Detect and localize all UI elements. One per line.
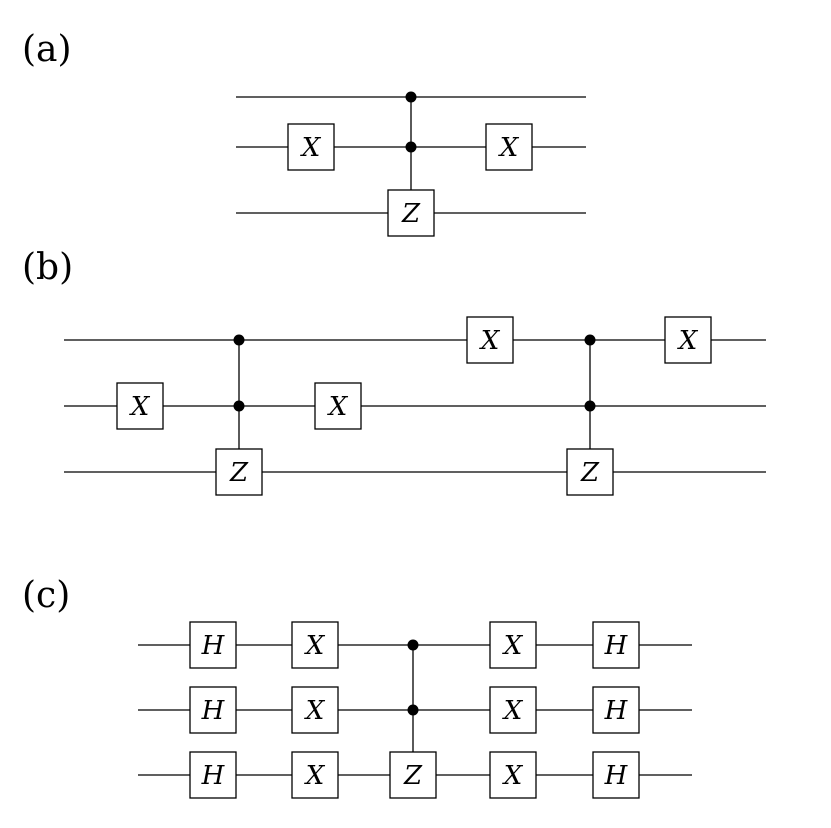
gate-x: X bbox=[291, 751, 339, 799]
gate-label: X bbox=[502, 696, 524, 726]
gate-box bbox=[291, 686, 339, 734]
gate-box bbox=[387, 189, 435, 237]
gate-box bbox=[189, 621, 237, 669]
control-dot bbox=[405, 91, 417, 103]
gate-box bbox=[291, 621, 339, 669]
panel-label-a: (a) bbox=[22, 29, 72, 70]
gate-label: X bbox=[498, 133, 520, 163]
gate-label: X bbox=[327, 392, 349, 422]
control-dot bbox=[233, 400, 245, 412]
gate-label: X bbox=[479, 326, 501, 356]
gate-x: X bbox=[466, 316, 514, 364]
gate-label: H bbox=[604, 761, 629, 791]
gate-label: Z bbox=[580, 458, 600, 488]
gate-label: X bbox=[304, 761, 326, 791]
gate-label: X bbox=[502, 761, 524, 791]
control-dot bbox=[407, 639, 419, 651]
gate-h: H bbox=[189, 751, 237, 799]
gate-box bbox=[489, 751, 537, 799]
gate-box bbox=[485, 123, 533, 171]
controlled-z-gate: Z bbox=[389, 639, 437, 799]
gate-box bbox=[489, 621, 537, 669]
circuit-c: H H H X X X Z X X X H H H bbox=[138, 621, 692, 799]
gate-label: X bbox=[300, 133, 322, 163]
circuit-b: X Z X X Z X bbox=[64, 316, 766, 496]
gate-x: X bbox=[489, 621, 537, 669]
gate-z: Z bbox=[389, 751, 437, 799]
gate-z: Z bbox=[215, 448, 263, 496]
gate-box bbox=[592, 751, 640, 799]
gate-box bbox=[389, 751, 437, 799]
gate-box bbox=[215, 448, 263, 496]
gate-x: X bbox=[489, 751, 537, 799]
gate-box bbox=[287, 123, 335, 171]
gate-label: X bbox=[129, 392, 151, 422]
gate-x: X bbox=[485, 123, 533, 171]
gate-label: X bbox=[304, 696, 326, 726]
gate-box bbox=[664, 316, 712, 364]
gate-label: H bbox=[201, 631, 226, 661]
gate-label: X bbox=[304, 631, 326, 661]
gate-box bbox=[291, 751, 339, 799]
gate-box bbox=[116, 382, 164, 430]
gate-box bbox=[466, 316, 514, 364]
gate-box bbox=[489, 686, 537, 734]
gate-x: X bbox=[291, 686, 339, 734]
gate-label: H bbox=[604, 631, 629, 661]
gate-x: X bbox=[116, 382, 164, 430]
gate-z: Z bbox=[566, 448, 614, 496]
panel-label-c: (c) bbox=[22, 575, 71, 616]
gate-x: X bbox=[664, 316, 712, 364]
gate-box bbox=[189, 751, 237, 799]
gate-x: X bbox=[287, 123, 335, 171]
gate-h: H bbox=[592, 621, 640, 669]
control-dot bbox=[584, 334, 596, 346]
controlled-z-gate: Z bbox=[215, 334, 263, 496]
gate-x: X bbox=[489, 686, 537, 734]
control-dot bbox=[233, 334, 245, 346]
gate-box bbox=[314, 382, 362, 430]
panel-label-b: (b) bbox=[22, 247, 74, 288]
gate-label: H bbox=[201, 761, 226, 791]
gate-label: Z bbox=[403, 761, 423, 791]
gate-h: H bbox=[592, 751, 640, 799]
gate-label: H bbox=[201, 696, 226, 726]
gate-label: X bbox=[502, 631, 524, 661]
control-dot bbox=[584, 400, 596, 412]
gate-h: H bbox=[592, 686, 640, 734]
gate-label: Z bbox=[229, 458, 249, 488]
control-dot bbox=[405, 141, 417, 153]
gate-box bbox=[592, 686, 640, 734]
controlled-z-gate: Z bbox=[566, 334, 614, 496]
gate-label: Z bbox=[401, 199, 421, 229]
gate-box bbox=[566, 448, 614, 496]
gate-label: H bbox=[604, 696, 629, 726]
gate-h: H bbox=[189, 686, 237, 734]
gate-label: X bbox=[677, 326, 699, 356]
control-dot bbox=[407, 704, 419, 716]
gate-box bbox=[592, 621, 640, 669]
gate-z: Z bbox=[387, 189, 435, 237]
gate-x: X bbox=[314, 382, 362, 430]
circuit-a: X Z X bbox=[236, 91, 586, 237]
gate-box bbox=[189, 686, 237, 734]
controlled-z-gate: Z bbox=[387, 91, 435, 237]
gate-x: X bbox=[291, 621, 339, 669]
gate-h: H bbox=[189, 621, 237, 669]
